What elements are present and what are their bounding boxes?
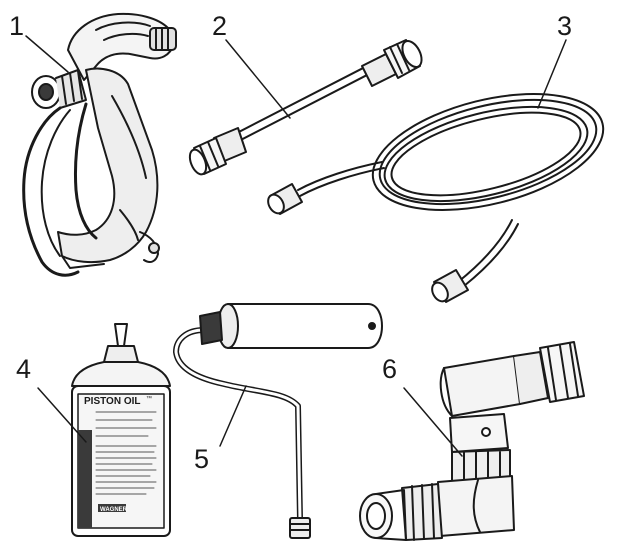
inlet-filter-tube xyxy=(173,303,383,539)
leader-2 xyxy=(225,39,291,119)
oil-bottle-trademark: ™ xyxy=(146,395,152,402)
leader-4 xyxy=(37,387,87,443)
leader-3 xyxy=(537,39,567,109)
extension-rod xyxy=(188,39,423,176)
leader-lines xyxy=(25,35,567,457)
callout-2: 2 xyxy=(212,11,228,41)
hose-coil xyxy=(267,93,605,303)
oil-bottle-brand: PISTON OIL xyxy=(84,396,141,407)
callout-4: 4 xyxy=(16,354,32,384)
leader-5 xyxy=(219,385,247,447)
callout-3: 3 xyxy=(557,11,573,41)
leader-1 xyxy=(25,35,69,73)
piston-oil-bottle xyxy=(71,323,171,537)
swivel-fitting xyxy=(359,341,585,541)
callout-1: 1 xyxy=(9,11,25,41)
leader-6 xyxy=(403,387,463,457)
callout-6: 6 xyxy=(382,354,398,384)
callout-5: 5 xyxy=(194,444,210,474)
oil-bottle-maker: WAGNER xyxy=(100,507,128,513)
spray-gun xyxy=(22,12,177,277)
